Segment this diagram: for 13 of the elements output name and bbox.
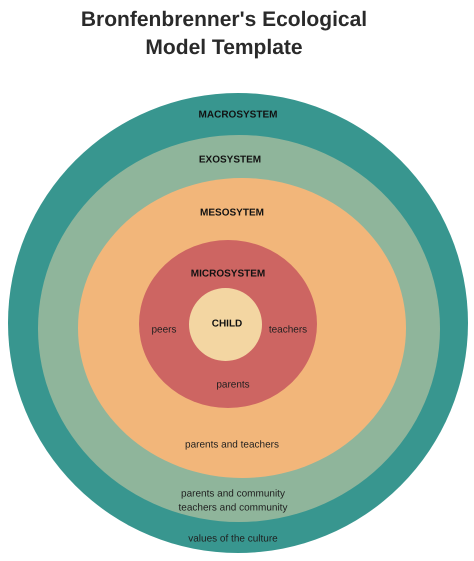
ring-label: peers	[152, 324, 176, 336]
ring-heading: EXOSYSTEM	[198, 154, 262, 166]
ring-heading: MESOSYTEM	[200, 207, 264, 219]
ring-heading: CHILD	[212, 318, 242, 330]
ring-heading: MICROSYSTEM	[190, 268, 266, 280]
ring-label: teachers	[268, 324, 308, 336]
ring-label: parents and teachers	[185, 439, 279, 451]
title: Bronfenbrenner's Ecological Model Template	[80, 7, 368, 61]
ring-label: parents and community	[181, 488, 285, 500]
ring-label: parents	[216, 379, 250, 391]
ring-label: values of the culture	[188, 533, 278, 545]
ring-label: teachers and community	[178, 502, 288, 514]
ring-heading: MACROSYSTEM	[198, 109, 278, 121]
